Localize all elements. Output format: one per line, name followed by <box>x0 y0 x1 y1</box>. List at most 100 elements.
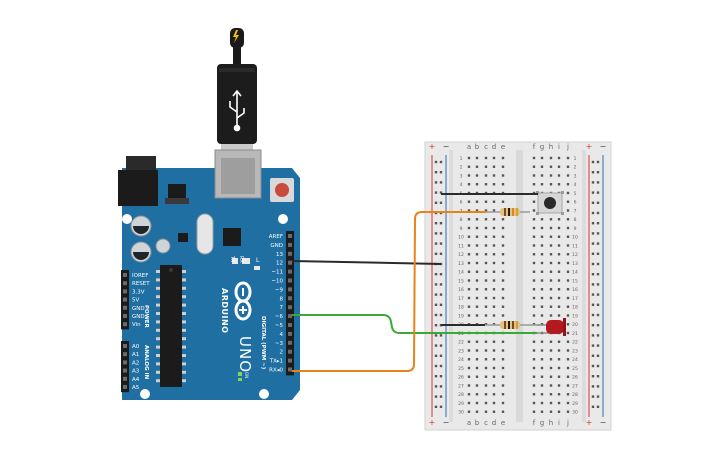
column-letter: j <box>566 143 569 151</box>
header-pin[interactable] <box>123 305 127 310</box>
mounting-hole <box>259 389 269 399</box>
header-pin[interactable] <box>288 278 292 283</box>
arduino-uno-board[interactable]: TX RX L ARDUINO UNO POWER ANALOG IN DIGI… <box>118 149 300 400</box>
row-number: 21 <box>572 331 578 337</box>
resistor-pullup[interactable] <box>486 208 530 216</box>
header-pin[interactable] <box>288 296 292 301</box>
row-number: 10 <box>572 235 578 241</box>
row-number: 16 <box>458 287 464 293</box>
header-pin[interactable] <box>123 344 127 348</box>
usb-icon <box>229 89 245 132</box>
rx-label: RX <box>238 256 244 263</box>
row-number: 7 <box>574 208 577 214</box>
row-number: 13 <box>572 261 578 267</box>
pushbutton[interactable] <box>536 191 564 215</box>
header-pin-label: A4 <box>132 377 140 383</box>
row-number: 23 <box>458 348 464 354</box>
center-channel <box>516 150 523 422</box>
rail-polarity-label: − <box>600 418 607 427</box>
header-pin[interactable] <box>123 289 127 294</box>
header-pin[interactable] <box>288 367 292 372</box>
power-section-label: POWER <box>143 305 149 329</box>
power-jack <box>118 170 158 206</box>
header-pin[interactable] <box>123 360 127 365</box>
wire-pin8-green[interactable] <box>292 314 537 334</box>
row-number: 14 <box>572 270 578 276</box>
header-pin[interactable] <box>123 297 127 302</box>
row-number: 4 <box>460 182 463 188</box>
header-pin[interactable] <box>123 385 127 389</box>
header-pin[interactable] <box>288 305 292 310</box>
header-pin[interactable] <box>288 358 292 363</box>
header-pin[interactable] <box>123 322 127 327</box>
row-number: 28 <box>458 392 464 398</box>
header-pin[interactable] <box>288 251 292 256</box>
row-number: 3 <box>574 173 577 179</box>
row-number: 30 <box>458 410 464 416</box>
row-number: 29 <box>458 401 464 407</box>
header-pin-label: ~9 <box>275 287 284 293</box>
on-label: ON <box>244 372 249 378</box>
header-pin-label: 7 <box>280 305 284 311</box>
arduino-logo-icon <box>234 281 252 321</box>
header-pin-label: 8 <box>280 296 284 302</box>
header-pin[interactable] <box>288 287 292 292</box>
header-pin[interactable] <box>288 331 292 336</box>
header-pin[interactable] <box>288 349 292 354</box>
red-led[interactable] <box>537 318 566 336</box>
row-number: 17 <box>458 296 464 302</box>
header-pin-label: 13 <box>276 252 283 258</box>
header-pin-label: Vin <box>132 322 141 328</box>
row-number: 11 <box>458 243 464 249</box>
column-letter: h <box>549 143 553 151</box>
header-pin[interactable] <box>288 242 292 247</box>
row-number: 15 <box>458 278 464 284</box>
column-letter: f <box>533 419 536 427</box>
row-number: 24 <box>458 357 464 363</box>
header-pin[interactable] <box>123 273 127 277</box>
header-pin[interactable] <box>288 269 292 274</box>
row-number: 12 <box>458 252 464 258</box>
column-letter: h <box>549 419 553 427</box>
row-number: 13 <box>458 261 464 267</box>
wire-pin2-orange[interactable] <box>292 211 486 372</box>
header-pin[interactable] <box>123 281 127 286</box>
voltage-regulator <box>168 184 186 198</box>
column-letter: j <box>566 419 569 427</box>
row-number: 20 <box>572 322 578 328</box>
l-led <box>254 266 260 270</box>
model-label: UNO <box>236 336 254 373</box>
column-letter: b <box>475 143 480 151</box>
row-number: 12 <box>572 252 578 258</box>
column-letter: c <box>484 419 488 427</box>
header-pin[interactable] <box>288 340 292 345</box>
column-letter: g <box>540 419 544 427</box>
breadboard[interactable]: 1122334455667788991010111112121313141415… <box>424 141 612 431</box>
header-pin[interactable] <box>123 368 127 373</box>
resistor-led[interactable] <box>485 321 538 329</box>
header-pin-label: GND <box>132 314 145 320</box>
header-pin[interactable] <box>288 323 292 327</box>
header-pin[interactable] <box>123 314 127 318</box>
digital-section-label: DIGITAL (PWM ~) <box>260 316 266 370</box>
crystal-oscillator <box>196 213 214 255</box>
header-pin[interactable] <box>123 352 127 357</box>
header-pin[interactable] <box>288 260 292 265</box>
header-pin[interactable] <box>288 314 292 319</box>
row-number: 2 <box>460 165 463 171</box>
column-letter: c <box>484 143 488 151</box>
row-number: 22 <box>572 340 578 346</box>
row-number: 8 <box>460 217 463 223</box>
usb-cable[interactable] <box>217 28 257 152</box>
tx-label: TX <box>229 255 235 263</box>
rail-polarity-label: − <box>443 142 450 151</box>
row-number: 28 <box>572 392 578 398</box>
header-pin[interactable] <box>123 376 127 381</box>
wire-gnd-black[interactable] <box>291 193 538 326</box>
header-pin[interactable] <box>288 234 292 238</box>
